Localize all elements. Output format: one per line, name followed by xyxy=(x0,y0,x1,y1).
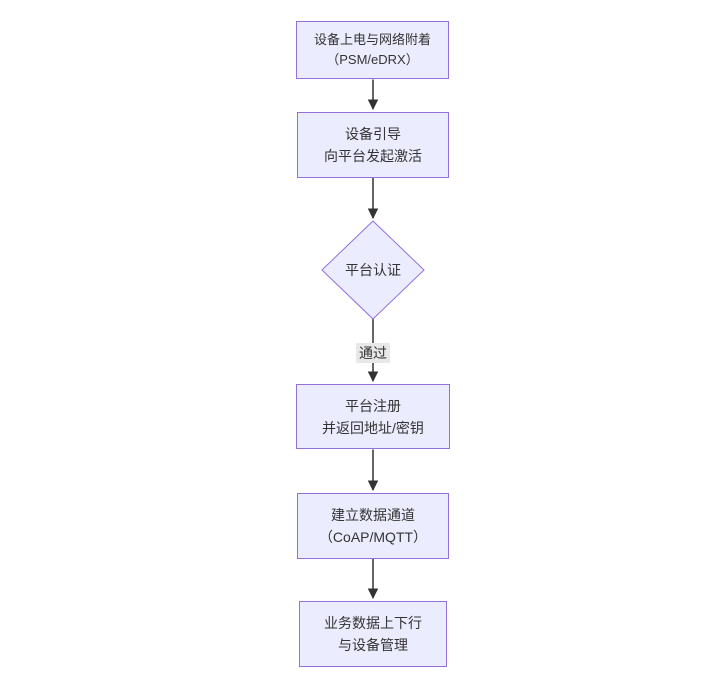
node-register-line1: 平台注册 xyxy=(345,397,401,414)
node-power-on-line2: （PSM/eDRX） xyxy=(326,52,419,67)
node-power-on-line1: 设备上电与网络附着 xyxy=(313,32,431,47)
decision-diamond-auth xyxy=(321,220,425,320)
node-bootstrap-line2: 向平台发起激活 xyxy=(324,148,422,164)
node-auth-label: 平台认证 xyxy=(322,221,424,319)
node-channel-line2: （CoAP/MQTT） xyxy=(318,529,428,545)
node-bootstrap-line1: 设备引导 xyxy=(345,126,401,142)
edge-label-pass: 通过 xyxy=(356,343,390,363)
node-channel: 建立数据通道 （CoAP/MQTT） xyxy=(297,493,449,559)
node-channel-line1: 建立数据通道 xyxy=(331,507,415,523)
node-business-line2: 与设备管理 xyxy=(338,637,408,653)
node-bootstrap: 设备引导 向平台发起激活 xyxy=(297,112,449,178)
node-register: 平台注册 并返回地址/密钥 xyxy=(296,384,450,449)
node-power-on: 设备上电与网络附着 （PSM/eDRX） xyxy=(296,21,449,79)
node-register-line2: 并返回地址/密钥 xyxy=(322,419,424,436)
node-business: 业务数据上下行 与设备管理 xyxy=(299,601,447,667)
node-business-line1: 业务数据上下行 xyxy=(324,615,422,631)
node-auth-line1: 平台认证 xyxy=(345,262,401,278)
